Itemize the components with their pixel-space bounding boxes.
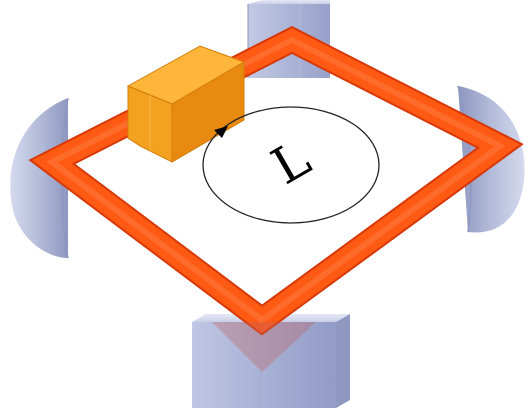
beam-loop — [52, 40, 500, 320]
loop-label: L — [262, 129, 320, 196]
modulator — [128, 46, 244, 162]
